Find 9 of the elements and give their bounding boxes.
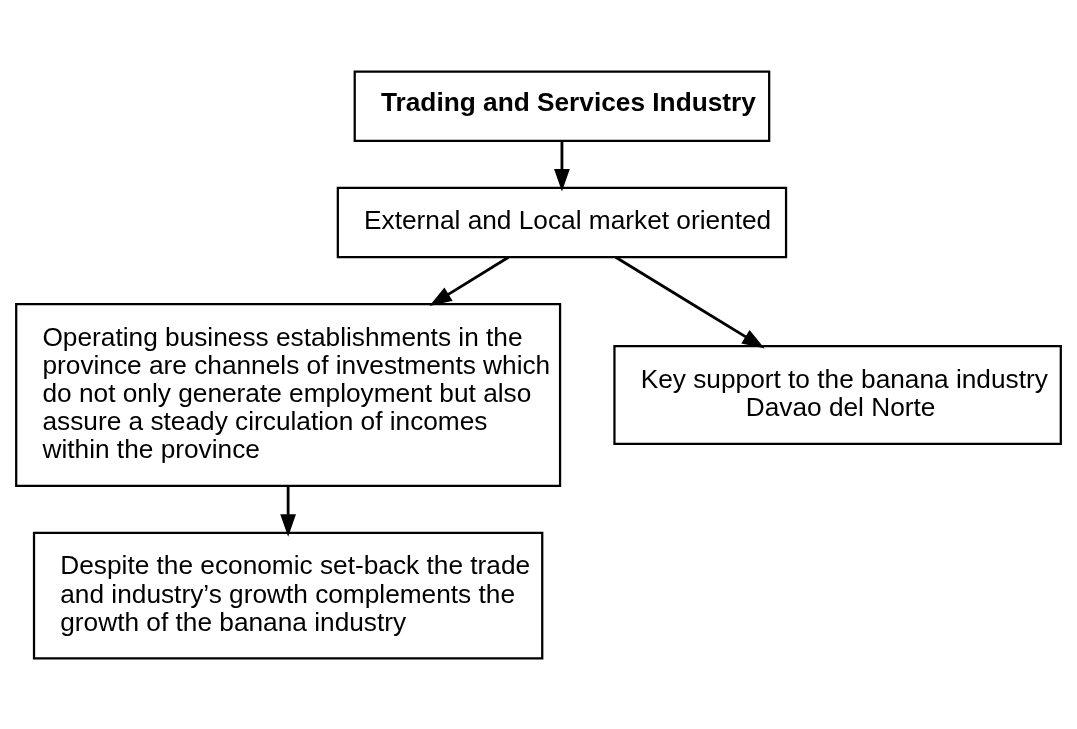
node-box: Despite the economic set-back the trade and industry’s growth complements the growth of the banana industry — [32, 531, 544, 660]
node-box: Trading and Services Industry — [353, 69, 771, 142]
node-box: External and Local market oriented — [336, 186, 788, 258]
node-box: Key support to the banana industry Davao del Norte — [613, 344, 1062, 445]
node-box: Operating business establishments in the province are channels of investments which do not only generate employment but also assure a steady circulation of incomes within the province — [15, 302, 562, 487]
arrow — [615, 255, 765, 348]
arrow — [280, 485, 296, 537]
arrow — [554, 140, 570, 192]
arrow — [429, 255, 510, 306]
